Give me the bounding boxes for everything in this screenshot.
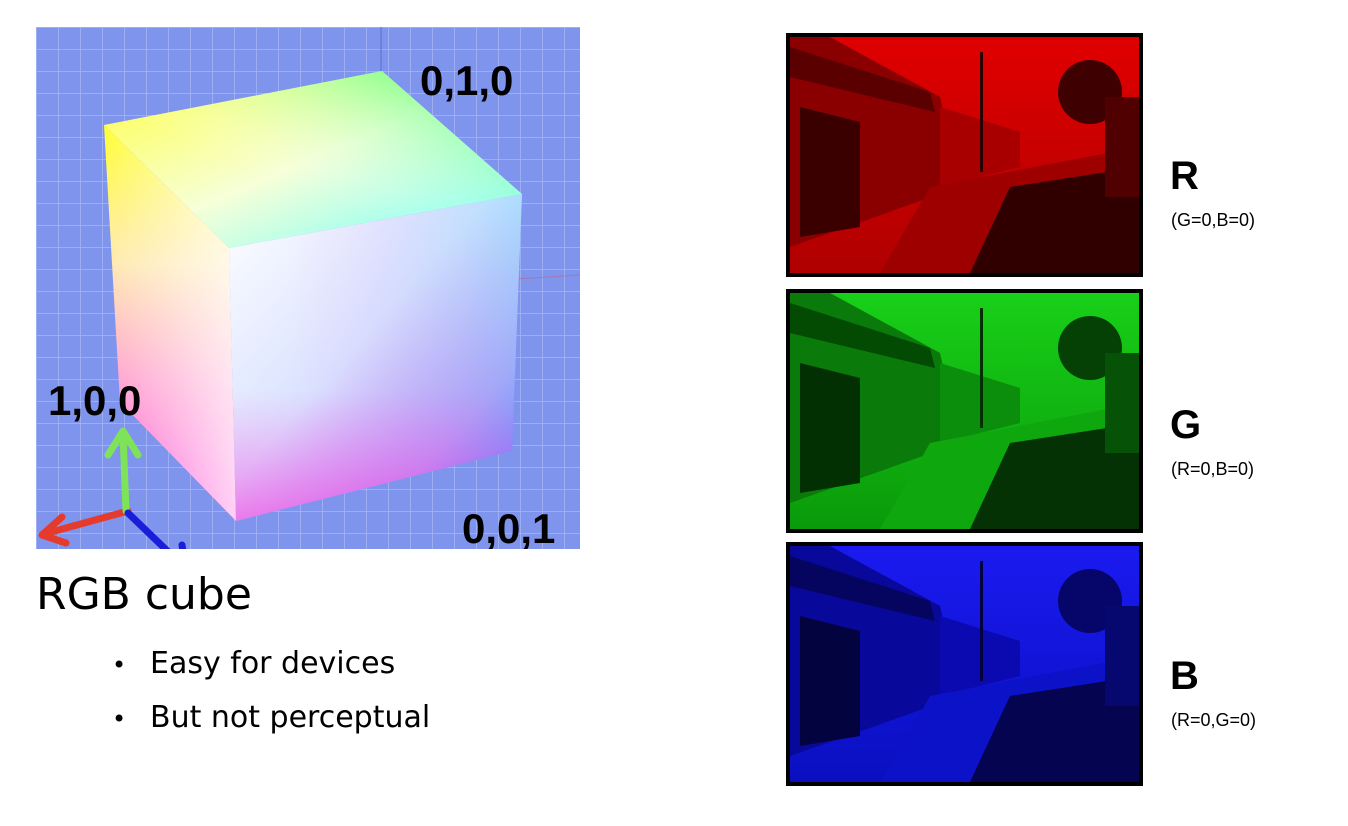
bullet-text: But not perceptual (150, 700, 431, 735)
street-photo-red (790, 37, 1139, 273)
axis-arrows (38, 427, 187, 549)
slide-title: RGB cube (36, 569, 252, 620)
channel-subtitle-b: (R=0,G=0) (1171, 710, 1257, 730)
channel-label-g: G (1170, 403, 1202, 447)
bullet-text: Easy for devices (150, 646, 396, 681)
street-photo-blue (790, 546, 1139, 782)
corner-label-blue: 0,0,1 (462, 505, 556, 550)
channel-label-r: R (1170, 154, 1199, 198)
bullet-list: •Easy for devices •But not perceptual (112, 645, 430, 753)
blue-channel-image (786, 542, 1143, 786)
bullet-item: •Easy for devices (112, 646, 396, 681)
corner-label-red: 1,0,0 (48, 377, 142, 424)
channel-label-b: B (1170, 654, 1199, 698)
street-photo-green (790, 293, 1139, 529)
corner-label-green: 0,1,0 (420, 57, 514, 104)
red-channel-image (786, 33, 1143, 277)
green-channel-image (786, 289, 1143, 533)
channel-subtitle-r: (G=0,B=0) (1171, 210, 1256, 230)
channel-subtitle-g: (R=0,B=0) (1171, 459, 1255, 479)
bullet-item: •But not perceptual (112, 700, 431, 735)
rgb-cube-image: 0,1,0 1,0,0 0,0,1 (36, 27, 580, 549)
